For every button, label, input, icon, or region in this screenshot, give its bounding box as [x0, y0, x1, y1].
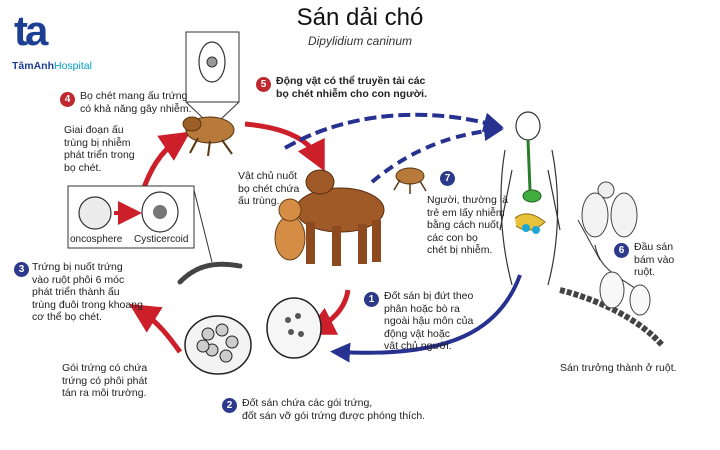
adult-worm-image	[559, 181, 665, 348]
step-2-text: Đốt sán chứa các gói trứng, đốt sán vỡ g…	[242, 397, 426, 422]
oncosphere-label: oncosphere	[70, 234, 123, 245]
step-3-text: Trứng bị nuốt trứng vào ruột phôi 6 móc …	[32, 261, 143, 323]
step-5-text: Động vật có thể truyền tải các bọ chét n…	[276, 75, 427, 100]
step-4-badge: 4	[60, 92, 75, 107]
egg-packet-note: Gói trứng có chứa trứng có phôi phát tán…	[62, 362, 148, 399]
step-6-badge: 6	[614, 243, 629, 258]
cat-image	[274, 198, 306, 261]
adult-worm-note: Sán trưởng thành ở ruột.	[560, 362, 677, 374]
cysticercoid-label: Cysticercoid	[134, 234, 189, 245]
diagram-subtitle: Dipylidium caninum	[307, 34, 413, 48]
step-6-text: Đầu sán bám vào ruột.	[634, 241, 675, 278]
step-7-badge: 7	[440, 171, 455, 186]
logo-name-part1: TâmAnh	[12, 60, 54, 72]
egg-packet-image	[184, 315, 252, 375]
flea-image	[182, 116, 235, 157]
logo-name-part2: Hospital	[54, 60, 92, 72]
arrow-dog-to-human	[283, 112, 504, 150]
dog-image	[295, 169, 385, 266]
diagram-title: Sán dải chó	[296, 4, 424, 31]
step-5-badge: 5	[256, 77, 271, 92]
arrow-dog-to-segments	[304, 289, 351, 335]
larva-in-inset	[198, 41, 226, 83]
arrow-larva-to-flea	[139, 131, 191, 194]
human-figure-image	[499, 111, 561, 286]
small-flea-image	[393, 167, 427, 194]
step-1-badge: 1	[364, 292, 379, 307]
step-2-badge: 2	[222, 398, 237, 413]
step-4-text: Bọ chét mang ấu trứng có khả năng gây nh…	[80, 90, 192, 115]
step-1-text: Đốt sán bị đứt theo phân hoặc bò ra ngoà…	[384, 290, 474, 352]
digestive-tract-image	[514, 139, 546, 234]
arrow-human-to-segments	[330, 274, 522, 363]
hospital-logo-name: TâmAnhHospital	[12, 60, 92, 72]
proglottid-segment-image	[266, 297, 322, 359]
step-3-badge: 3	[14, 262, 29, 277]
step-7-text: Người, thường là trẻ em lấy nhiễm bằng c…	[427, 194, 508, 256]
hospital-logo-mark: ta	[14, 7, 48, 54]
arrow-packets-to-larva	[129, 304, 183, 354]
host-note: Vật chủ nuốt bọ chét chứa ấu trùng.	[238, 170, 300, 207]
oncosphere-image	[78, 196, 112, 230]
arrow-flea-to-dog	[244, 121, 325, 172]
larva-stage-note: Giai đoạn ấu trùng bị nhiễm phát triển t…	[64, 124, 135, 174]
arrow-flea-to-human	[370, 121, 504, 184]
flea-larva-worm	[177, 261, 243, 285]
